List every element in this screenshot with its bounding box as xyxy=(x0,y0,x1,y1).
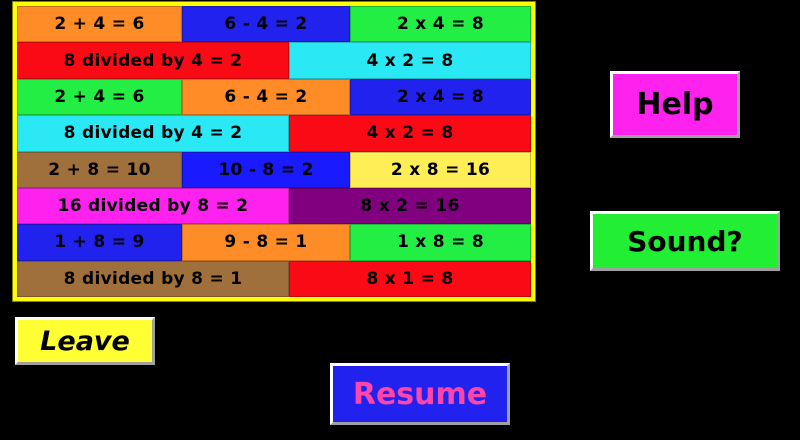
fact-cell[interactable]: 2 + 8 = 10 xyxy=(17,151,182,188)
fact-cell[interactable]: 16 divided by 8 = 2 xyxy=(17,187,289,225)
leave-button[interactable]: Leave xyxy=(15,317,155,365)
help-button[interactable]: Help xyxy=(610,71,740,138)
fact-cell[interactable]: 8 x 1 = 8 xyxy=(289,260,531,297)
fact-cell[interactable]: 6 - 4 = 2 xyxy=(182,78,350,116)
fact-cell[interactable]: 2 x 8 = 16 xyxy=(350,151,531,188)
fact-cell[interactable]: 1 + 8 = 9 xyxy=(17,224,182,261)
fact-cell[interactable]: 2 x 4 = 8 xyxy=(350,78,531,116)
fact-cell[interactable]: 2 + 4 = 6 xyxy=(17,6,182,43)
fact-cell[interactable]: 2 + 4 = 6 xyxy=(17,78,182,116)
resume-button[interactable]: Resume xyxy=(330,363,510,425)
fact-cell[interactable]: 8 divided by 4 = 2 xyxy=(17,115,289,152)
fact-cell[interactable]: 1 x 8 = 8 xyxy=(350,224,531,261)
sound-toggle-button[interactable]: Sound? xyxy=(590,211,780,271)
fact-cell[interactable]: 8 x 2 = 16 xyxy=(289,187,531,225)
fact-cell[interactable]: 2 x 4 = 8 xyxy=(350,6,531,43)
fact-cell[interactable]: 6 - 4 = 2 xyxy=(182,6,350,43)
fact-cell[interactable]: 10 - 8 = 2 xyxy=(182,151,350,188)
fact-cell[interactable]: 9 - 8 = 1 xyxy=(182,224,350,261)
fact-cell[interactable]: 4 x 2 = 8 xyxy=(289,115,531,152)
fact-cell[interactable]: 8 divided by 8 = 1 xyxy=(17,260,289,297)
fact-cell[interactable]: 4 x 2 = 8 xyxy=(289,42,531,79)
fact-cell[interactable]: 8 divided by 4 = 2 xyxy=(17,42,289,79)
